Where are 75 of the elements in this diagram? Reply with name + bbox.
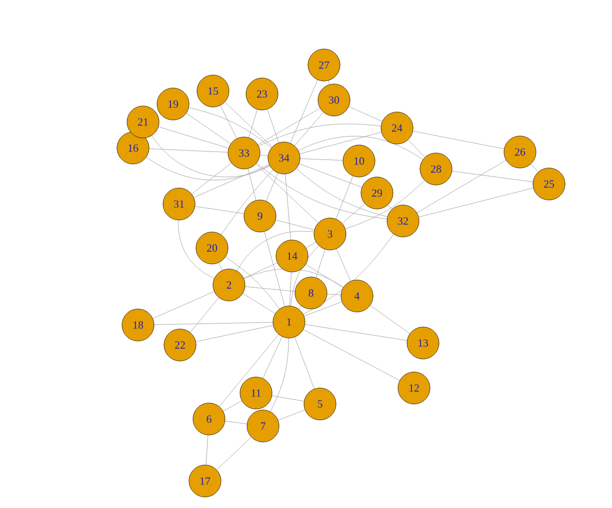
edge-line [194, 206, 244, 214]
edge-line [262, 336, 282, 379]
edge-line [336, 248, 351, 282]
edge-line [290, 272, 292, 306]
edge-line [275, 220, 315, 230]
edge-line [267, 109, 279, 143]
edge-line [236, 231, 314, 272]
edge-line [264, 231, 285, 307]
edge-line [220, 105, 238, 139]
edge-line [225, 256, 280, 310]
edge-line [158, 126, 229, 148]
edge-line [304, 324, 408, 341]
edge-line [192, 162, 232, 194]
edge-line [270, 338, 289, 412]
edge-line [418, 188, 534, 218]
edge-line [218, 262, 222, 271]
edge-line [306, 264, 344, 288]
edge-line [220, 170, 274, 235]
edge-line [298, 136, 423, 160]
edge-line [304, 302, 342, 316]
edge-line [348, 106, 382, 122]
edge-line [296, 168, 388, 218]
edge-line [216, 436, 252, 470]
edge-line [412, 130, 504, 150]
edge-line [178, 220, 214, 279]
edge-line [188, 107, 272, 148]
edge-line [278, 410, 306, 420]
edge-line [294, 336, 315, 390]
edge-line [224, 420, 248, 424]
edge-line [196, 325, 274, 342]
edge-line [242, 293, 276, 314]
edge-line [256, 164, 318, 224]
edge-line [146, 156, 270, 180]
edge-line [345, 180, 425, 230]
edge-line [206, 434, 208, 466]
edge-line [152, 135, 270, 178]
edge-line [326, 294, 342, 296]
edge-line [294, 112, 324, 146]
edge-line [336, 176, 354, 220]
edge-line [154, 322, 274, 325]
edge-line [256, 162, 388, 220]
edge-line [260, 154, 268, 156]
edge-line [530, 164, 538, 172]
edge-line [290, 80, 318, 144]
edge-line [342, 203, 366, 224]
edge-line [266, 172, 278, 202]
edge-line [298, 163, 362, 188]
edge-line [258, 124, 382, 146]
edge-line [148, 148, 228, 153]
edge-line [186, 112, 231, 144]
edge-line [299, 132, 382, 154]
edge-line [328, 80, 330, 85]
edge-line [388, 204, 392, 210]
edge-line [244, 286, 296, 292]
edge-line [272, 396, 304, 402]
edge-line [285, 174, 291, 240]
edge-line [316, 249, 326, 278]
edge-line [452, 170, 534, 182]
edge-line [300, 158, 344, 161]
edge-line [416, 160, 506, 214]
edge-line [190, 297, 219, 333]
edge-line [248, 168, 256, 201]
edge-line [408, 139, 426, 158]
edge-line [248, 109, 258, 138]
edge-line [219, 334, 279, 407]
edge-line [258, 108, 320, 146]
edge-line [224, 102, 272, 148]
edge-line [303, 329, 400, 381]
edge-line [222, 400, 242, 412]
edge-line [194, 164, 270, 198]
edge-line [306, 242, 316, 248]
edge-line [152, 291, 214, 319]
edge-line [243, 262, 278, 278]
edge-line [370, 305, 410, 334]
edge-line [298, 306, 302, 310]
